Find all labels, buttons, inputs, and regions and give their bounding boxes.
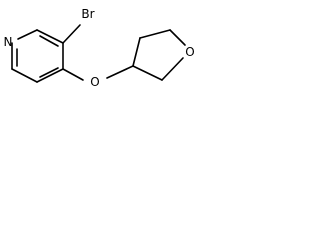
bond (17, 29, 38, 40)
bond (139, 29, 171, 39)
bond (36, 68, 64, 83)
bond (11, 68, 38, 83)
double-bond-inner (39, 35, 59, 47)
atom-label-ring-oxygen: O (185, 45, 194, 59)
bond (132, 37, 141, 67)
bond (161, 57, 184, 81)
molecule-drawing: N Br O O (4, 7, 195, 89)
bond (132, 65, 163, 81)
atom-label-bromine: Br (81, 7, 94, 21)
bond-from-ether-oxygen (106, 65, 134, 79)
pyridine-ring (11, 29, 64, 83)
bond (169, 29, 186, 46)
bond-to-ether-oxygen (62, 68, 84, 81)
atom-label-ether-oxygen: O (90, 75, 99, 89)
structure-diagram: N Br O O (0, 0, 218, 98)
double-bond-inner (39, 67, 59, 78)
tetrahydrofuran-ring (132, 29, 186, 81)
bond-to-bromine (62, 24, 81, 44)
atom-label-nitrogen: N (4, 35, 13, 49)
bond (36, 29, 64, 44)
